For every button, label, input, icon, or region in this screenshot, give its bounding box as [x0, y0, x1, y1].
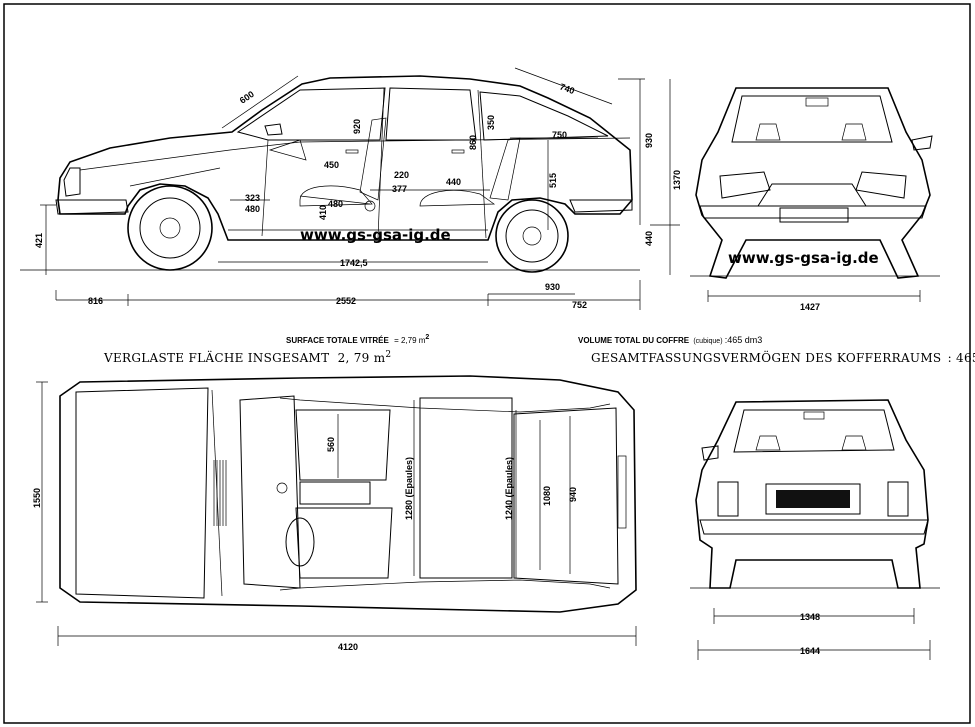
watermark-side: www.gs-gsa-ig.de	[300, 226, 451, 244]
dim-1348: 1348	[800, 612, 820, 622]
watermark-front: www.gs-gsa-ig.de	[728, 249, 879, 267]
dim-440: 440	[446, 177, 461, 187]
side-view: 600 740 920 350 860 750 930 1370 450 220…	[20, 67, 682, 310]
dim-377: 377	[392, 184, 407, 194]
dim-2552: 2552	[336, 296, 356, 306]
dim-560: 560	[326, 437, 336, 452]
dim-410: 410	[318, 205, 328, 220]
front-view: 1427 www.gs-gsa-ig.de	[690, 87, 940, 312]
dim-450: 450	[324, 160, 339, 170]
trunk-volume-de: GESAMTFASSUNGSVERMÖGEN DES KOFFERRAUMS :…	[591, 349, 975, 365]
dim-1280-shoulders: 1280 (Epaules)	[404, 457, 414, 520]
dim-350: 350	[486, 115, 496, 130]
dim-1644: 1644	[800, 646, 820, 656]
dim-740: 740	[558, 82, 576, 97]
dim-1370: 1370	[672, 170, 682, 190]
captions: SURFACE TOTALE VITRÉE = 2,79 m2 VERGLAST…	[103, 334, 975, 365]
dim-4120: 4120	[338, 642, 358, 652]
dim-480-front: 480	[245, 204, 260, 214]
dim-1742: 1742,5	[340, 258, 368, 268]
dim-1427: 1427	[800, 302, 820, 312]
trunk-volume-fr: VOLUME TOTAL DU COFFRE (cubique) :465 dm…	[578, 335, 762, 345]
dim-752: 752	[572, 300, 587, 310]
rear-view: 1348 1644	[690, 399, 940, 660]
dim-1240-shoulders: 1240 (Epaules)	[504, 457, 514, 520]
glazed-area-fr: SURFACE TOTALE VITRÉE = 2,79 m2	[286, 334, 429, 345]
glazed-area-de: VERGLASTE FLÄCHE INSGESAMT 2, 79 m2	[103, 349, 391, 365]
dim-930-overhang: 930	[545, 282, 560, 292]
dim-480-seat: 480	[328, 199, 343, 209]
dim-920: 920	[352, 119, 362, 134]
dim-816: 816	[88, 296, 103, 306]
dim-940: 940	[568, 487, 578, 502]
dim-750: 750	[552, 130, 567, 140]
dim-515: 515	[548, 173, 558, 188]
dim-1080: 1080	[542, 486, 552, 506]
dim-860: 860	[468, 135, 478, 150]
dim-220: 220	[394, 170, 409, 180]
dim-323: 323	[245, 193, 260, 203]
dim-440-rear: 440	[644, 231, 654, 246]
dim-1550: 1550	[32, 488, 42, 508]
dim-421: 421	[34, 233, 44, 248]
dim-930: 930	[644, 133, 654, 148]
top-view: 1550 560 1280 (Epaules) 1240 (Epaules) 1…	[32, 375, 637, 652]
